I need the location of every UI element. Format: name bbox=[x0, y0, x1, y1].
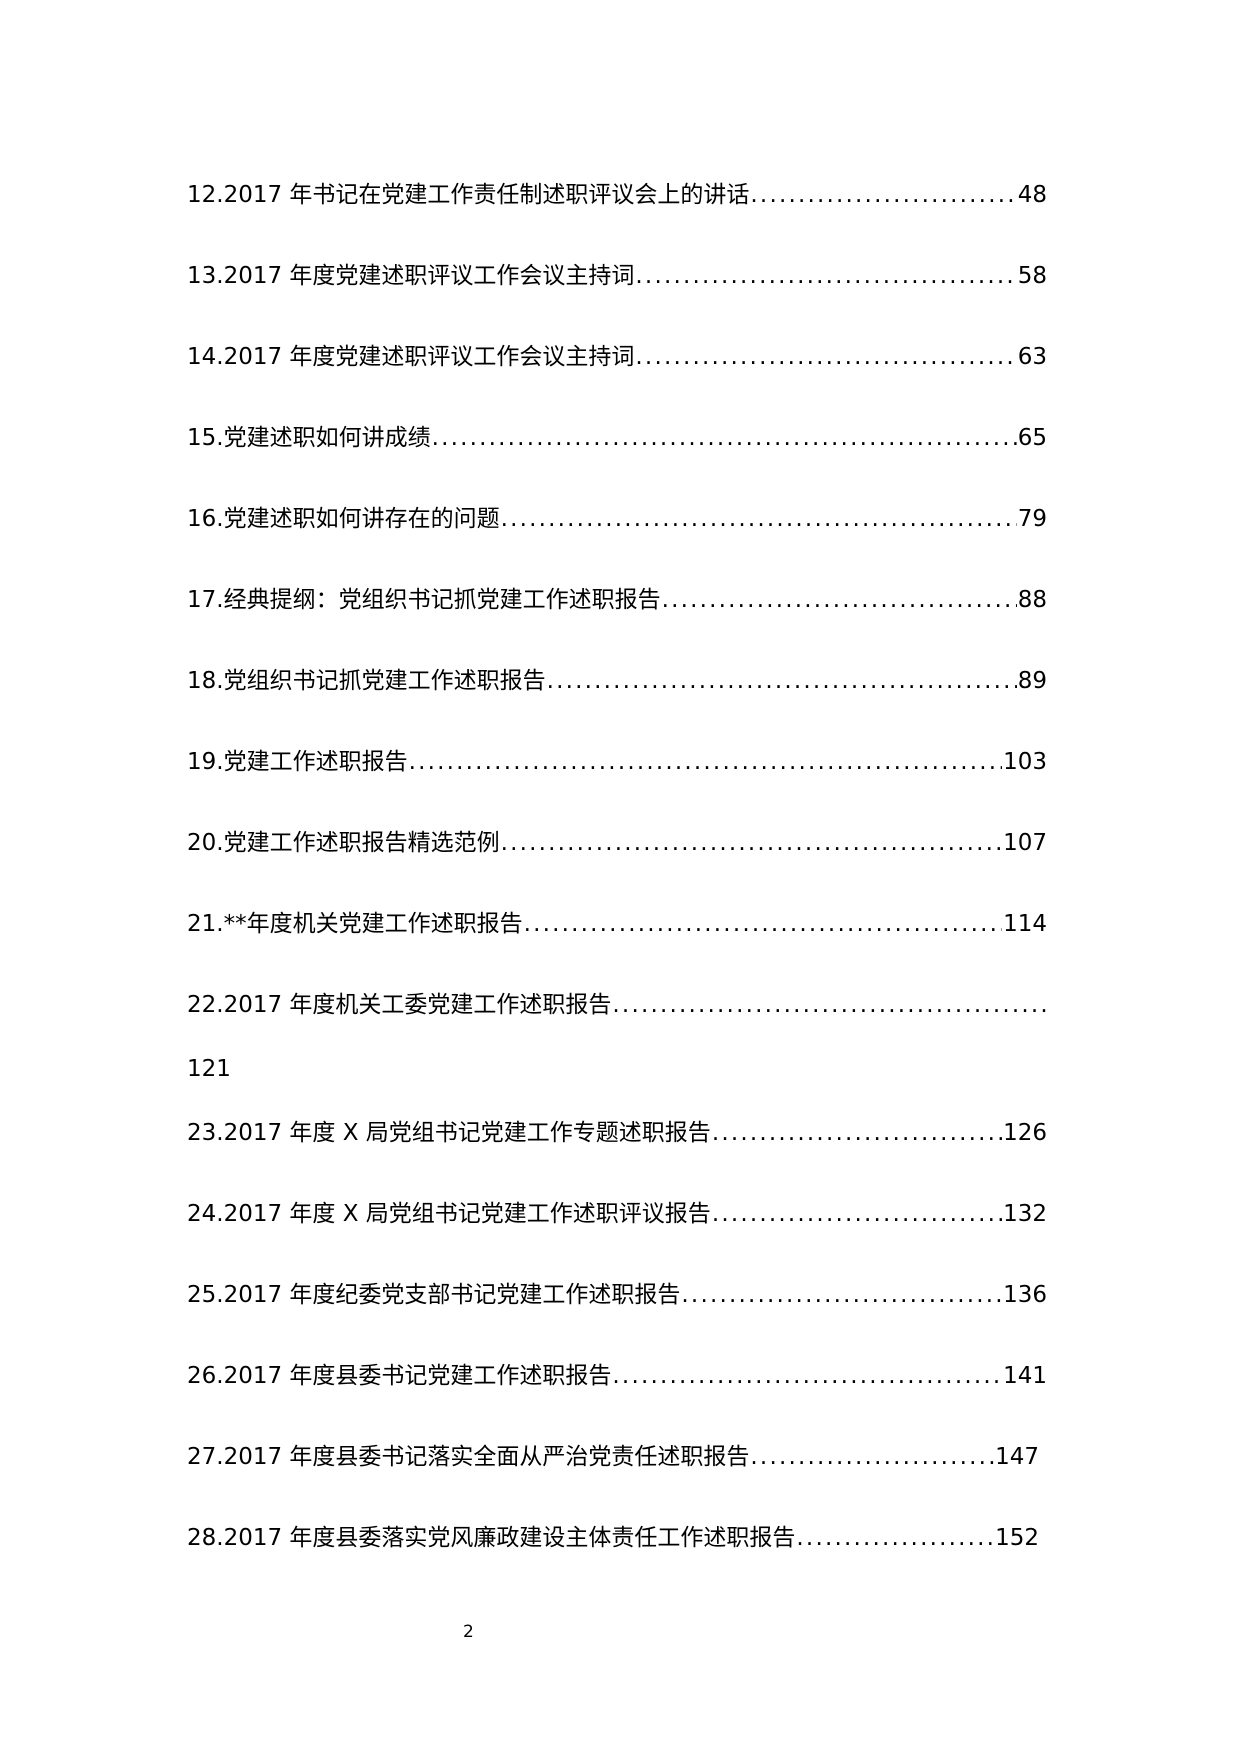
toc-entry-page: 136 bbox=[1003, 1282, 1047, 1308]
toc-entry-page: 103 bbox=[1003, 749, 1047, 775]
toc-entry-title: 20.党建工作述职报告精选范例 bbox=[187, 830, 500, 856]
toc-entry-19[interactable]: 19.党建工作述职报告 103 bbox=[187, 745, 1047, 779]
toc-entry-page: 88 bbox=[1017, 587, 1047, 613]
toc-entry-title: 25.2017 年度纪委党支部书记党建工作述职报告 bbox=[187, 1282, 681, 1308]
toc-entry-title: 12.2017 年书记在党建工作责任制述职评议会上的讲话 bbox=[187, 182, 750, 208]
dot-leader bbox=[432, 421, 1017, 455]
toc-entry-20[interactable]: 20.党建工作述职报告精选范例 107 bbox=[187, 826, 1047, 860]
dot-leader bbox=[712, 1197, 1002, 1231]
toc-entry-25[interactable]: 25.2017 年度纪委党支部书记党建工作述职报告 136 bbox=[187, 1278, 1047, 1312]
toc-entry-15[interactable]: 15.党建述职如何讲成绩 65 bbox=[187, 421, 1047, 455]
dot-leader bbox=[662, 583, 1017, 617]
toc-entry-page: 114 bbox=[1003, 911, 1047, 937]
toc-entry-24[interactable]: 24.2017 年度 X 局党组书记党建工作述职评议报告 132 bbox=[187, 1197, 1047, 1231]
toc-entry-title: 14.2017 年度党建述职评议工作会议主持词 bbox=[187, 344, 635, 370]
toc-entry-18[interactable]: 18.党组织书记抓党建工作述职报告 89 bbox=[187, 664, 1047, 698]
dot-leader bbox=[409, 745, 1003, 779]
toc-entry-page: 126 bbox=[1003, 1120, 1047, 1146]
toc-entry-title: 15.党建述职如何讲成绩 bbox=[187, 425, 431, 451]
toc-entry-17[interactable]: 17.经典提纲：党组织书记抓党建工作述职报告 88 bbox=[187, 583, 1047, 617]
toc-entry-12[interactable]: 12.2017 年书记在党建工作责任制述职评议会上的讲话 48 bbox=[187, 178, 1047, 212]
dot-leader bbox=[750, 1440, 994, 1474]
dot-leader bbox=[612, 1359, 1002, 1393]
toc-entry-title: 19.党建工作述职报告 bbox=[187, 749, 408, 775]
toc-entry-title: 17.经典提纲：党组织书记抓党建工作述职报告 bbox=[187, 587, 661, 613]
toc-entry-title: 13.2017 年度党建述职评议工作会议主持词 bbox=[187, 263, 635, 289]
dot-leader bbox=[635, 259, 1016, 293]
toc-entry-page: 152 bbox=[995, 1525, 1039, 1551]
toc-entry-27[interactable]: 27.2017 年度县委书记落实全面从严治党责任述职报告 147 bbox=[187, 1440, 1039, 1474]
dot-leader bbox=[796, 1521, 994, 1555]
toc-entry-title: 28.2017 年度县委落实党风廉政建设主体责任工作述职报告 bbox=[187, 1525, 796, 1551]
dot-leader bbox=[635, 340, 1016, 374]
toc-entry-page: 147 bbox=[995, 1444, 1039, 1470]
dot-leader bbox=[750, 178, 1016, 212]
toc-entry-title: 26.2017 年度县委书记党建工作述职报告 bbox=[187, 1363, 612, 1389]
toc-entry-page: 48 bbox=[1017, 182, 1047, 208]
toc-entry-page: 132 bbox=[1003, 1201, 1047, 1227]
dot-leader bbox=[612, 988, 1047, 1022]
toc-entry-28[interactable]: 28.2017 年度县委落实党风廉政建设主体责任工作述职报告 152 bbox=[187, 1521, 1039, 1555]
toc-entry-title: 21.**年度机关党建工作述职报告 bbox=[187, 911, 523, 937]
toc-entry-26[interactable]: 26.2017 年度县委书记党建工作述职报告 141 bbox=[187, 1359, 1047, 1393]
toc-entry-page: 63 bbox=[1017, 344, 1047, 370]
toc-entry-title: 23.2017 年度 X 局党组书记党建工作专题述职报告 bbox=[187, 1120, 711, 1146]
toc-entry-title: 24.2017 年度 X 局党组书记党建工作述职评议报告 bbox=[187, 1201, 711, 1227]
toc-entry-page: 141 bbox=[1003, 1363, 1047, 1389]
dot-leader bbox=[501, 502, 1017, 536]
dot-leader bbox=[524, 907, 1003, 941]
toc-entry-page: 58 bbox=[1017, 263, 1047, 289]
dot-leader bbox=[712, 1116, 1002, 1150]
toc-entry-23[interactable]: 23.2017 年度 X 局党组书记党建工作专题述职报告 126 bbox=[187, 1116, 1047, 1150]
dot-leader bbox=[681, 1278, 1002, 1312]
toc-entry-page: 107 bbox=[1003, 830, 1047, 856]
page-number-footer: 2 bbox=[463, 1622, 474, 1642]
toc-entry-page: 65 bbox=[1017, 425, 1047, 451]
dot-leader bbox=[547, 664, 1017, 698]
toc-entry-14[interactable]: 14.2017 年度党建述职评议工作会议主持词 63 bbox=[187, 340, 1047, 374]
toc-entry-22[interactable]: 22.2017 年度机关工委党建工作述职报告 bbox=[187, 988, 1047, 1022]
toc-entry-title: 22.2017 年度机关工委党建工作述职报告 bbox=[187, 992, 612, 1018]
toc-entry-page-wrapped[interactable]: 121 bbox=[187, 1056, 231, 1082]
dot-leader bbox=[501, 826, 1003, 860]
toc-entry-13[interactable]: 13.2017 年度党建述职评议工作会议主持词 58 bbox=[187, 259, 1047, 293]
toc-entry-21[interactable]: 21.**年度机关党建工作述职报告 114 bbox=[187, 907, 1047, 941]
toc-entry-16[interactable]: 16.党建述职如何讲存在的问题 79 bbox=[187, 502, 1047, 536]
toc-entry-page: 89 bbox=[1017, 668, 1047, 694]
toc-entry-title: 16.党建述职如何讲存在的问题 bbox=[187, 506, 500, 532]
toc-entry-page: 79 bbox=[1017, 506, 1047, 532]
toc-entry-title: 18.党组织书记抓党建工作述职报告 bbox=[187, 668, 546, 694]
toc-entry-title: 27.2017 年度县委书记落实全面从严治党责任述职报告 bbox=[187, 1444, 750, 1470]
